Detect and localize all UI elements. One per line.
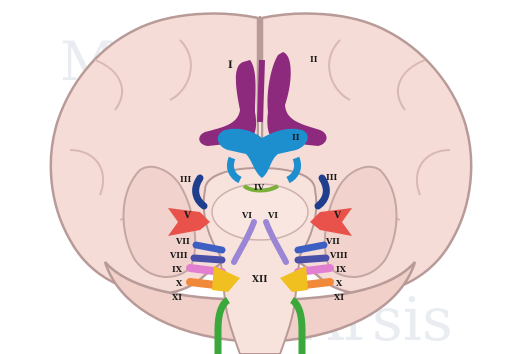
label-IX-left: IX [172,264,183,274]
label-III-right: III [326,172,337,182]
label-VII-left: VII [175,236,190,246]
label-II: II [292,132,300,142]
label-XI-left: XI [172,292,182,302]
label-VIII-right: VIII [329,250,348,260]
label-I-right: II [310,54,318,64]
label-I-left: I [228,60,233,71]
label-V-right: V [333,211,342,221]
label-VIII-left: VIII [169,250,188,260]
label-XII: XII [252,275,267,285]
label-V-left: V [183,211,192,221]
label-X-left: X [176,278,183,288]
label-IX-right: IX [336,264,347,274]
label-VI-right: VI [267,210,278,220]
label-X-right: X [336,278,343,288]
label-XI-right: XI [334,292,344,302]
label-III-left: III [180,174,191,184]
label-VI-left: VI [241,210,252,220]
label-IV: IV [254,182,265,192]
label-VII-right: VII [325,236,340,246]
